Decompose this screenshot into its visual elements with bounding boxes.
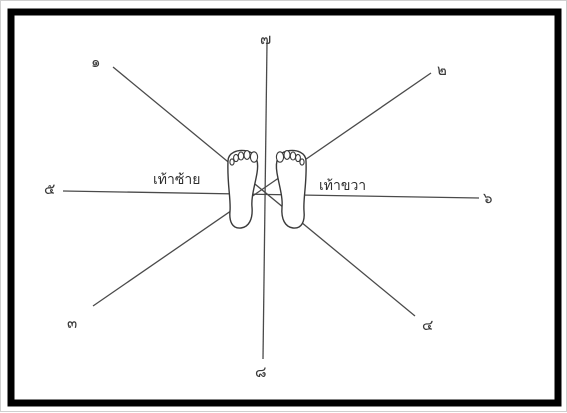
label-bottom: ๘ bbox=[255, 363, 267, 381]
vertical-line bbox=[263, 43, 267, 359]
label-bottom-left: ๓ bbox=[67, 314, 77, 332]
label-top-left: ๑ bbox=[91, 53, 101, 71]
label-right: ๖ bbox=[483, 189, 493, 207]
left-foot-label: เท้าซ้าย bbox=[153, 172, 200, 188]
label-top: ๗ bbox=[260, 30, 271, 48]
label-bottom-right: ๔ bbox=[422, 316, 433, 334]
right-foot-icon bbox=[276, 150, 306, 228]
right-foot-label: เท้าขวา bbox=[319, 178, 366, 194]
label-top-right: ๒ bbox=[437, 61, 447, 79]
label-left: ๕ bbox=[44, 180, 55, 198]
left-foot-icon bbox=[228, 150, 258, 228]
diagonal-line-3-2 bbox=[93, 73, 431, 306]
